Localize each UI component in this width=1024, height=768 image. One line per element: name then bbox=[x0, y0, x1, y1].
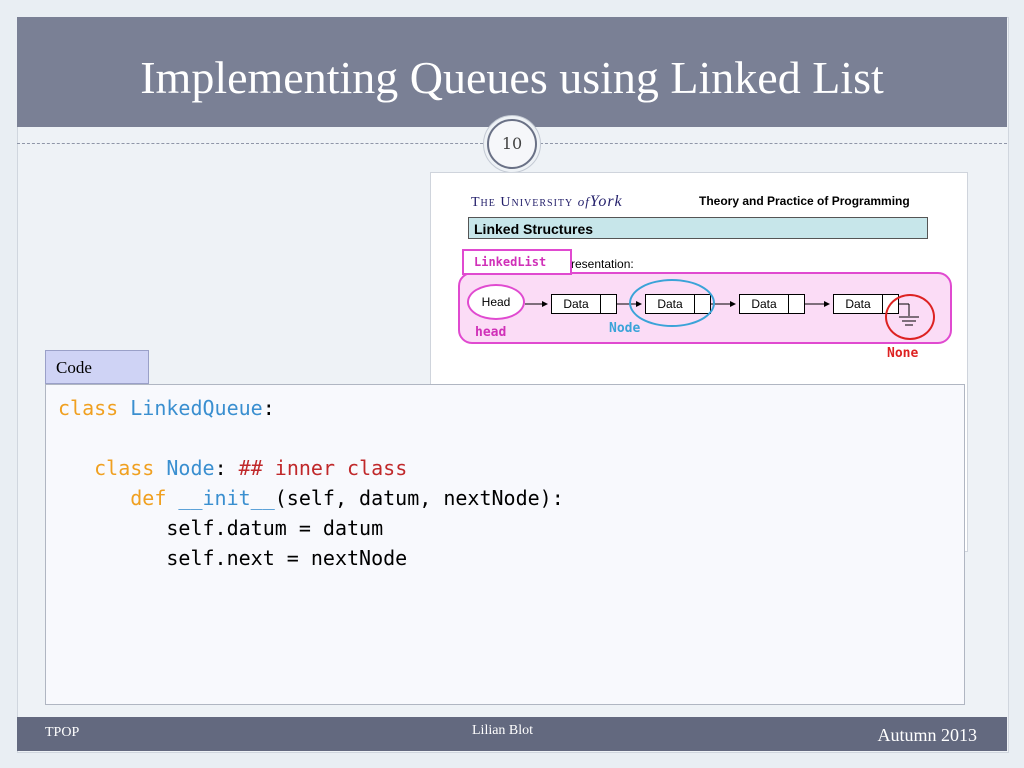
university-of: of bbox=[577, 194, 590, 209]
title-bar bbox=[17, 17, 1007, 127]
code-keyword-class-inner: class bbox=[94, 456, 155, 480]
code-tab: Code bbox=[45, 350, 149, 384]
node-3-data: Data bbox=[740, 295, 789, 313]
code-method-name: __init__ bbox=[178, 486, 275, 510]
representation-text: resentation: bbox=[571, 257, 634, 271]
footer-author: Lilian Blot bbox=[472, 723, 534, 738]
code-keyword-class: class bbox=[58, 396, 119, 420]
code-line-datum: self.datum = datum bbox=[166, 516, 384, 540]
university-name: York bbox=[589, 193, 623, 210]
code-comment: ## inner class bbox=[238, 456, 408, 480]
university-prefix: The University bbox=[471, 195, 574, 210]
code-colon-inner: : bbox=[214, 456, 227, 480]
node-arrows bbox=[525, 301, 919, 326]
footer-course: TPOP bbox=[45, 725, 80, 740]
course-title: Theory and Practice of Programming bbox=[699, 194, 910, 208]
none-highlight-circle bbox=[885, 294, 935, 340]
code-inner-class-name: Node bbox=[166, 456, 215, 480]
linkedlist-label: LinkedList bbox=[462, 249, 572, 275]
divider-left bbox=[17, 143, 483, 144]
university-logo: The University ofYork bbox=[471, 193, 623, 211]
node-3: Data bbox=[739, 294, 805, 314]
node-annotation: Node bbox=[609, 321, 641, 336]
slide-title: Implementing Queues using Linked List bbox=[140, 52, 884, 103]
head-box: Head bbox=[467, 284, 525, 320]
section-heading: Linked Structures bbox=[468, 217, 928, 239]
code-keyword-def: def bbox=[130, 486, 167, 510]
node-highlight-circle bbox=[629, 279, 715, 327]
none-annotation: None bbox=[887, 346, 919, 361]
divider-right bbox=[540, 143, 1007, 144]
code-line-next: self.next = nextNode bbox=[166, 546, 408, 570]
code-box: class LinkedQueue: class Node: ## inner … bbox=[45, 384, 965, 705]
footer-bar: TPOP Lilian Blot Autumn 2013 bbox=[17, 717, 1007, 751]
code-params: (self, datum, nextNode): bbox=[274, 486, 564, 510]
code-listing: class LinkedQueue: class Node: ## inner … bbox=[58, 393, 564, 573]
head-annotation: head bbox=[475, 325, 507, 340]
code-colon: : bbox=[262, 396, 275, 420]
node-4-data: Data bbox=[834, 295, 883, 313]
node-1-data: Data bbox=[552, 295, 601, 313]
page-number: 10 bbox=[487, 119, 537, 169]
code-class-name: LinkedQueue bbox=[130, 396, 263, 420]
footer-term: Autumn 2013 bbox=[877, 725, 977, 745]
node-1: Data bbox=[551, 294, 617, 314]
